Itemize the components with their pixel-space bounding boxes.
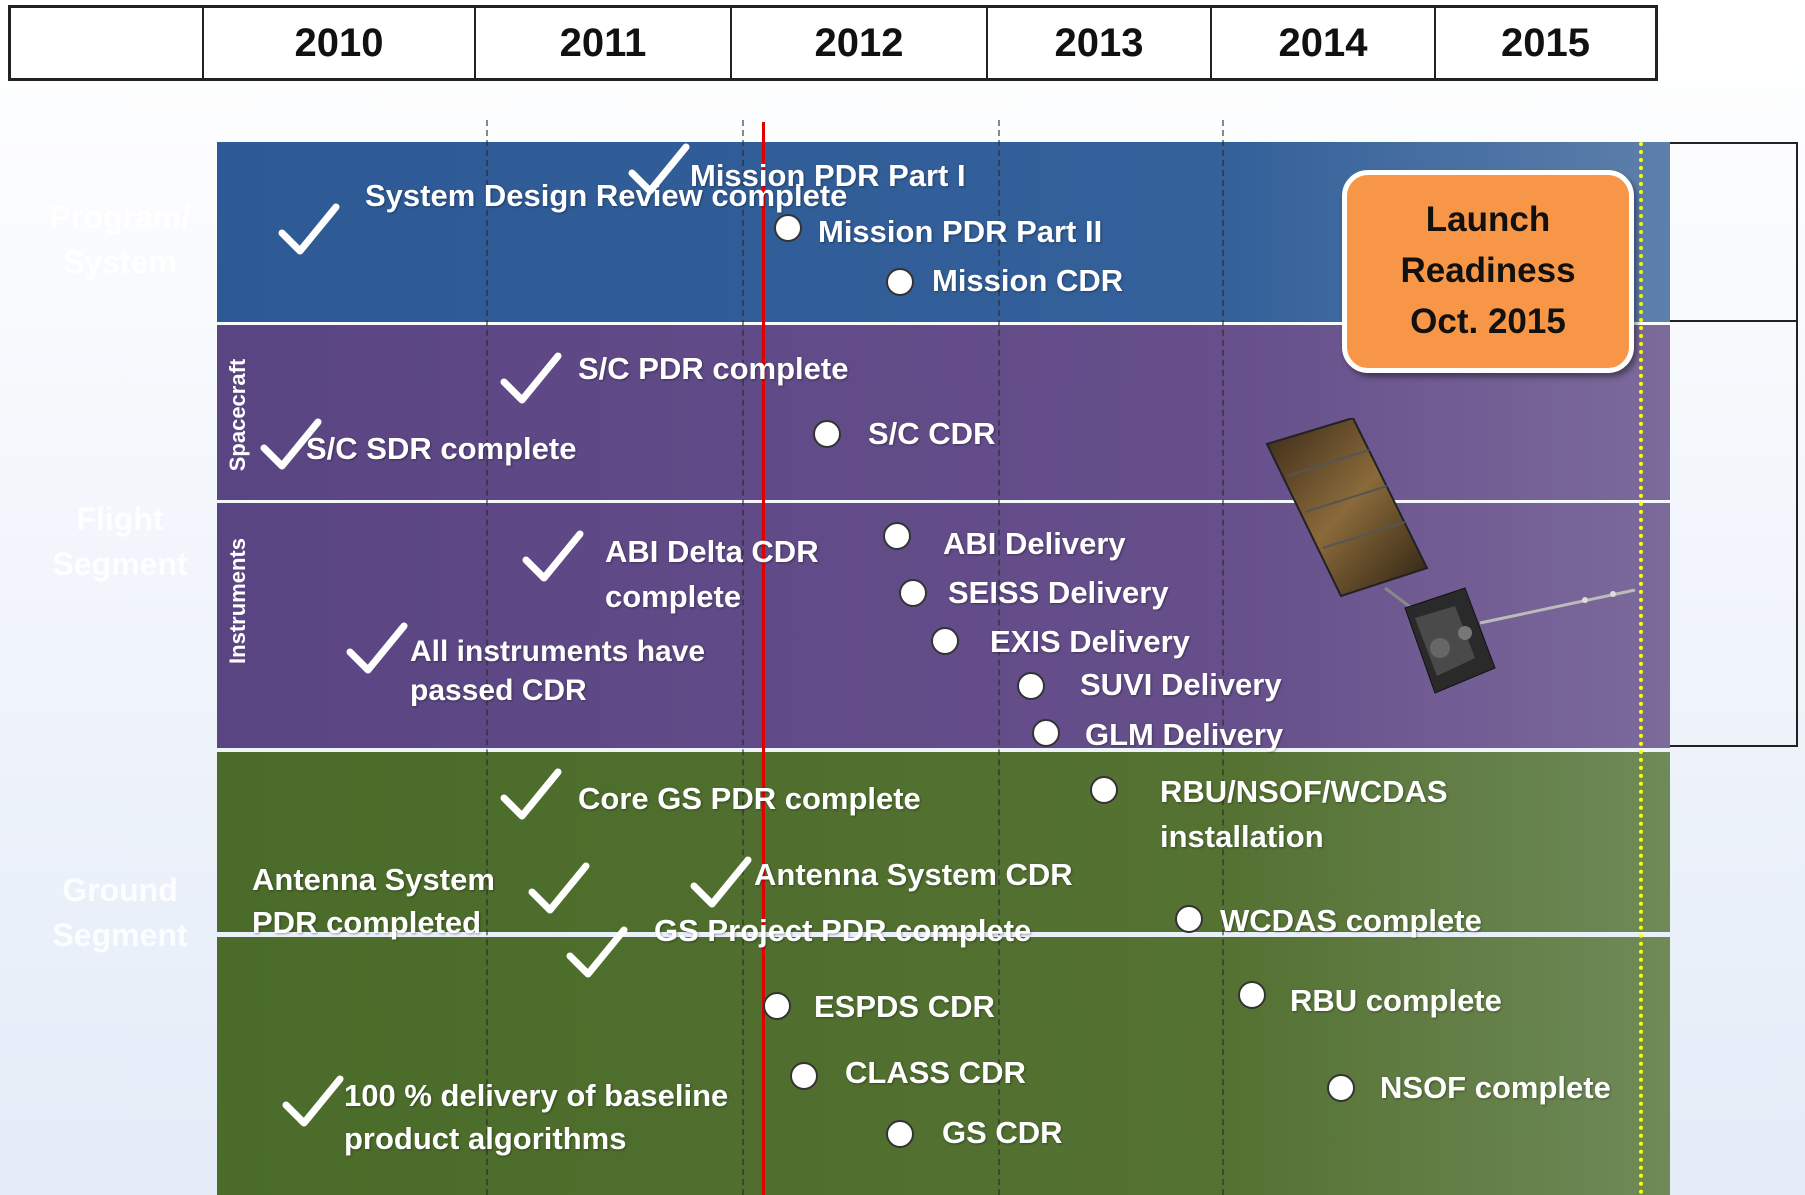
milestone-mission-cdr: Mission CDR	[932, 263, 1124, 298]
launch-readiness-box: Launch Readiness Oct. 2015	[1342, 170, 1634, 373]
year-2013: 2013	[988, 8, 1212, 78]
year-header-table: 2010 2011 2012 2013 2014 2015	[8, 5, 1658, 81]
check-icon	[566, 926, 628, 978]
ground-segment-label: Ground Segment	[52, 872, 188, 953]
year-2014: 2014	[1212, 8, 1436, 78]
milestone-dot	[883, 522, 911, 550]
check-icon	[522, 530, 584, 582]
milestone-sc-cdr: S/C CDR	[868, 416, 996, 451]
milestone-suvi-delivery: SUVI Delivery	[1080, 667, 1282, 702]
check-icon	[278, 203, 340, 255]
milestone-antenna-cdr: Antenna System CDR	[754, 857, 1073, 892]
launch-date-line	[1639, 142, 1643, 1195]
instruments-label: Instruments	[225, 538, 250, 664]
milestone-class-cdr: CLASS CDR	[845, 1055, 1026, 1090]
milestone-dot	[899, 579, 927, 607]
launch-line-2: Readiness	[1400, 251, 1576, 291]
milestone-dot	[931, 627, 959, 655]
milestone-nsof-complete: NSOF complete	[1380, 1070, 1611, 1105]
year-2012: 2012	[732, 8, 988, 78]
check-icon	[500, 352, 562, 404]
gridline-2013	[998, 120, 1000, 1195]
gridline-2014	[1222, 120, 1224, 1195]
milestone-sc-sdr: S/C SDR complete	[306, 431, 577, 466]
flight-segment-label: Flight Segment	[52, 501, 188, 582]
right-frame-flight	[1670, 322, 1798, 747]
milestone-exis-delivery: EXIS Delivery	[990, 624, 1190, 659]
milestone-seiss-delivery: SEISS Delivery	[948, 575, 1169, 610]
year-2010: 2010	[204, 8, 476, 78]
right-frame-program	[1670, 142, 1798, 322]
milestone-dot	[1017, 672, 1045, 700]
milestone-sc-pdr: S/C PDR complete	[578, 351, 849, 386]
milestone-dot	[774, 214, 802, 242]
launch-line-1: Launch	[1425, 200, 1551, 240]
check-icon	[500, 768, 562, 820]
check-icon	[628, 143, 690, 195]
milestone-dot	[1090, 776, 1118, 804]
check-icon	[282, 1075, 344, 1127]
satellite-image	[1265, 418, 1636, 694]
milestone-glm-delivery: GLM Delivery	[1085, 717, 1284, 752]
milestone-antenna-pdr: Antenna System PDR completed	[252, 862, 495, 941]
milestone-algorithms: 100 % delivery of baseline product algor…	[344, 1078, 729, 1157]
milestone-dot	[813, 420, 841, 448]
ground-segment-band-upper	[217, 752, 1670, 932]
milestone-mission-pdr-2: Mission PDR Part II	[818, 214, 1103, 249]
check-icon	[346, 622, 408, 674]
current-date-line-top-dash	[762, 122, 765, 144]
ground-segment-band-lower	[217, 937, 1670, 1195]
milestone-dot	[763, 992, 791, 1020]
check-icon	[528, 862, 590, 914]
current-date-line	[762, 122, 765, 1195]
milestone-dot	[1238, 981, 1266, 1009]
gridline-2011	[486, 120, 488, 1195]
milestone-abi-delivery: ABI Delivery	[943, 526, 1126, 561]
year-2011: 2011	[476, 8, 732, 78]
milestone-mission-pdr-1: Mission PDR Part I	[690, 158, 966, 193]
milestone-abi-delta-cdr: ABI Delta CDR complete	[605, 534, 819, 614]
year-2015: 2015	[1501, 20, 1590, 65]
milestone-dot	[1327, 1074, 1355, 1102]
milestone-dot	[790, 1062, 818, 1090]
check-icon	[690, 856, 752, 908]
milestone-all-instruments: All instruments have passed CDR	[410, 635, 706, 707]
milestone-rbu-complete: RBU complete	[1290, 983, 1502, 1018]
milestone-dot	[886, 1120, 914, 1148]
program-system-label: Program/ System	[49, 199, 191, 280]
header-corner-cell	[11, 8, 204, 78]
gridline-2012	[742, 120, 744, 1195]
milestone-dot	[1032, 719, 1060, 747]
milestone-gs-cdr: GS CDR	[942, 1115, 1063, 1150]
check-icon	[260, 418, 322, 470]
launch-line-3: Oct. 2015	[1410, 301, 1566, 341]
milestone-wcdas-complete: WCDAS complete	[1220, 903, 1482, 938]
milestone-core-gs-pdr: Core GS PDR complete	[578, 781, 921, 816]
milestone-dot	[1175, 905, 1203, 933]
milestone-rbu-nsof-wcdas: RBU/NSOF/WCDAS installation	[1160, 774, 1448, 854]
milestone-system-design-review: System Design Review complete	[365, 178, 848, 213]
spacecraft-label: Spacecraft	[225, 358, 250, 472]
milestone-gs-project-pdr: GS Project PDR complete	[654, 913, 1032, 948]
milestone-dot	[886, 268, 914, 296]
milestone-espds-cdr: ESPDS CDR	[814, 989, 995, 1024]
